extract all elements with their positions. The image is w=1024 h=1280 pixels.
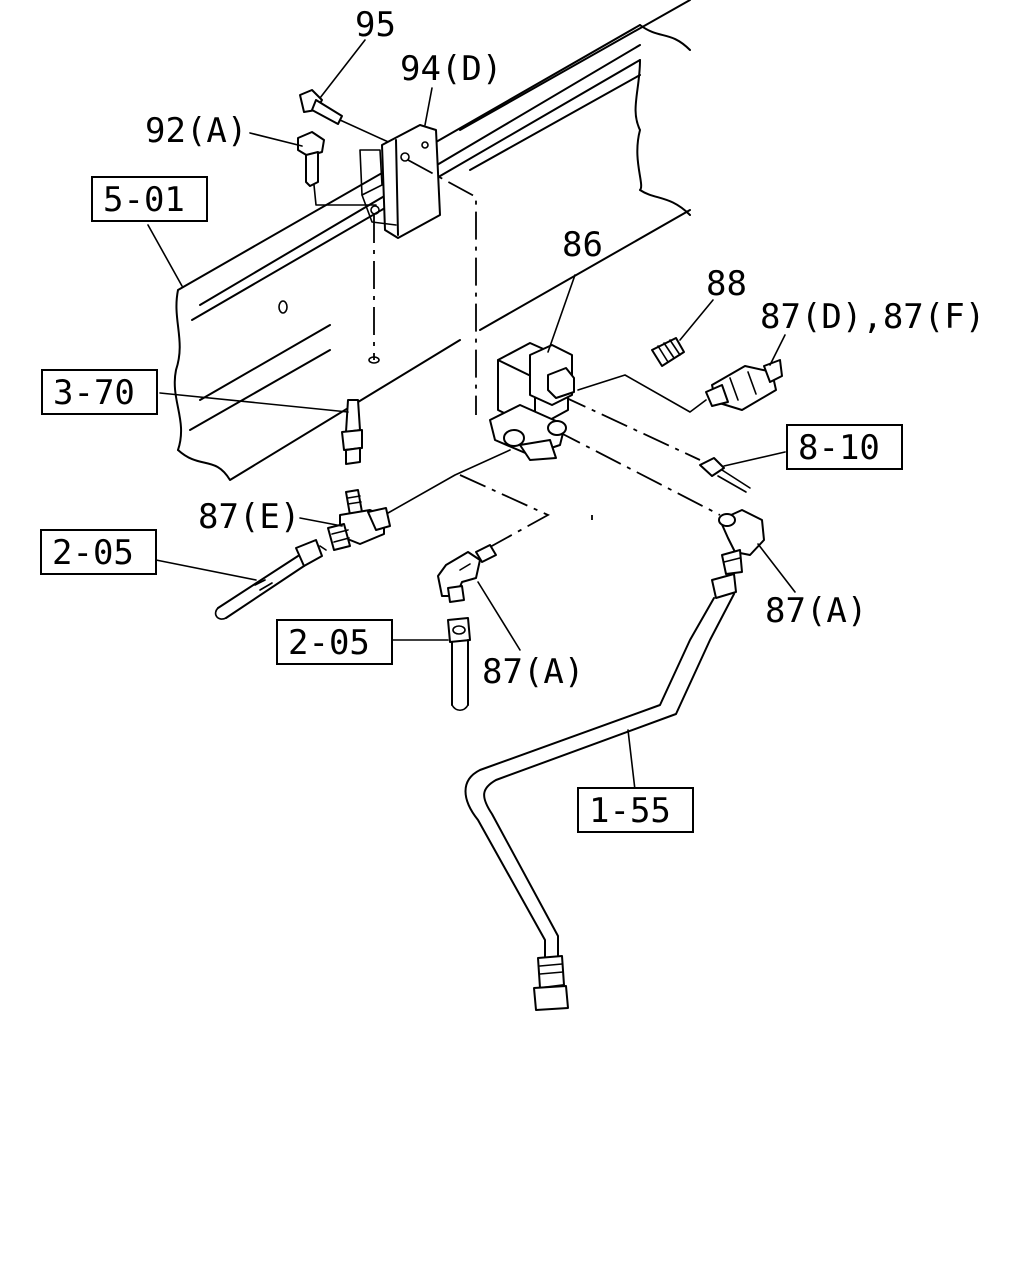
label-87e[interactable]: 87(E) — [198, 497, 300, 537]
bolt-95 — [299, 89, 396, 146]
bracket-94d — [359, 124, 441, 239]
label-87a-mid[interactable]: 87(A) — [482, 652, 584, 692]
tee-87e — [327, 449, 511, 551]
leader-lines — [147, 39, 796, 791]
ref-box-2-05-left[interactable]: 2-05 — [40, 529, 157, 575]
elbow-87a-mid — [437, 544, 497, 603]
hose-205-mid — [447, 617, 471, 712]
fitting-370 — [341, 399, 363, 465]
ref-box-2-05-mid[interactable]: 2-05 — [276, 619, 393, 665]
ref-box-1-55[interactable]: 1-55 — [577, 787, 694, 833]
pipe-155 — [464, 573, 737, 1011]
connector-810 — [699, 457, 751, 493]
label-92a[interactable]: 92(A) — [145, 111, 247, 151]
ref-1-55: 1-55 — [589, 791, 671, 831]
ref-box-3-70[interactable]: 3-70 — [41, 369, 158, 415]
switch-87df — [705, 359, 783, 411]
label-88[interactable]: 88 — [706, 264, 747, 304]
switch-leader — [577, 374, 707, 413]
ref-8-10: 8-10 — [798, 428, 880, 468]
label-95[interactable]: 95 — [355, 5, 396, 45]
ref-2-05-left: 2-05 — [52, 533, 134, 573]
ref-3-70: 3-70 — [53, 373, 135, 413]
ref-2-05-mid: 2-05 — [288, 623, 370, 663]
label-87df[interactable]: 87(D),87(F) — [760, 297, 985, 337]
plug-88 — [651, 337, 685, 367]
ref-box-5-01[interactable]: 5-01 — [91, 176, 208, 222]
valve-86 — [489, 342, 575, 461]
label-94d[interactable]: 94(D) — [400, 49, 502, 89]
leader-dashes — [368, 159, 721, 548]
hose-205-left — [214, 539, 327, 620]
elbow-87a-right — [718, 509, 765, 575]
label-87a-right[interactable]: 87(A) — [765, 591, 867, 631]
bolt-92a — [297, 131, 377, 206]
ref-box-8-10[interactable]: 8-10 — [786, 424, 903, 470]
label-86[interactable]: 86 — [562, 225, 603, 265]
ref-5-01: 5-01 — [103, 180, 185, 220]
